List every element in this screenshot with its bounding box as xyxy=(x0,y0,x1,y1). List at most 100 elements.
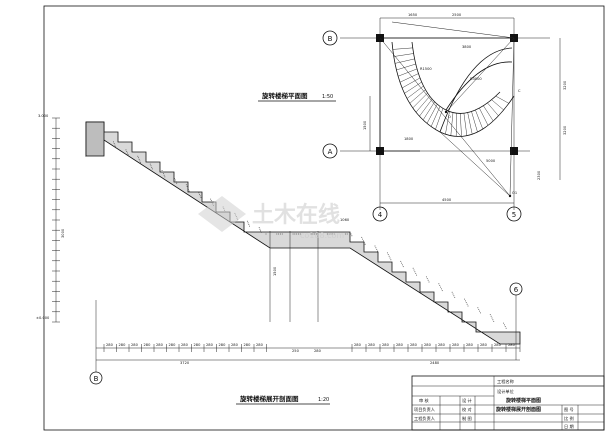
hatch-dot xyxy=(175,181,176,182)
svg-text:4: 4 xyxy=(378,211,383,219)
hatch-dot xyxy=(478,309,479,310)
dim-step-label: 280 xyxy=(156,343,164,347)
plan-dim-left: 1500 xyxy=(363,120,367,130)
hatch-dot xyxy=(504,324,505,325)
hatch-dot xyxy=(150,165,151,166)
stair-tread xyxy=(496,96,509,103)
stair-tread xyxy=(416,96,430,112)
hatch-dot xyxy=(377,251,378,252)
hatch-dot xyxy=(466,302,467,303)
hatch-dot xyxy=(162,170,163,171)
hatch-dot xyxy=(176,183,177,184)
dim-step-label: 280 xyxy=(452,343,460,347)
center-label-o1: O1 xyxy=(512,191,517,195)
hatch-dot xyxy=(164,175,165,176)
hatch-dot xyxy=(413,268,414,269)
section-landing-length: 1060 xyxy=(340,218,350,222)
hatch-dot xyxy=(438,283,439,284)
hatch-dot xyxy=(376,249,377,250)
hatch-dot xyxy=(278,234,279,235)
stair-inner-arc xyxy=(412,42,500,113)
level-bottom: ±0.000 xyxy=(36,316,50,320)
level-ticks xyxy=(52,118,60,322)
hatch-dot xyxy=(211,200,212,201)
dim-step-label: 280 xyxy=(410,343,418,347)
dim-step-label: 280 xyxy=(256,343,264,347)
hatch-dot xyxy=(293,234,294,235)
plan-dim-right-top: 3200 xyxy=(563,80,567,90)
tb-row3-b: 制 图 xyxy=(462,415,472,422)
tb-drawing-name-2: 旋转楼梯展开剖面图 xyxy=(495,406,541,413)
tb-row1-b: 设 计 xyxy=(462,397,472,404)
hatch-dot xyxy=(452,292,453,293)
top-wall-block xyxy=(86,122,104,156)
stair-tread xyxy=(464,113,467,135)
hatch-dot xyxy=(490,314,491,315)
dim-step-label: 280 xyxy=(438,343,446,347)
hatch-dot xyxy=(115,146,116,147)
hatch-dot xyxy=(187,186,188,187)
hatch-dot xyxy=(163,173,164,174)
hatch-dot xyxy=(492,319,493,320)
watermark-sub: co188.com xyxy=(300,231,344,240)
hatch-dot xyxy=(187,187,188,188)
hatch-dot xyxy=(389,256,390,257)
watermark-text: 土木在线 xyxy=(252,202,340,228)
hatch-dot xyxy=(175,180,176,181)
hatch-dot xyxy=(414,270,415,271)
plan-dim-bottom: 4500 xyxy=(442,198,452,202)
hatch-dot xyxy=(465,300,466,301)
hatch-dot xyxy=(280,234,281,235)
hatch-dot xyxy=(439,285,440,286)
hatch-dot xyxy=(261,232,262,233)
hatch-dot xyxy=(347,234,348,235)
hatch-dot xyxy=(247,221,248,222)
hatch-dot xyxy=(139,159,140,160)
dim-step-label: 280 xyxy=(480,343,488,347)
section-dim-left-total: 3720 xyxy=(180,361,190,365)
dim-step-label: 280 xyxy=(181,343,189,347)
dim-step-label: 280 xyxy=(106,343,114,347)
section-title: 旋转楼梯展开剖面图 xyxy=(239,394,299,403)
hatch-dot xyxy=(200,195,201,196)
svg-text:6: 6 xyxy=(514,286,519,294)
hatch-dot xyxy=(441,288,442,289)
plan-dim-top-b: 2500 xyxy=(452,13,462,17)
hatch-dot xyxy=(210,199,211,200)
stair-tread xyxy=(427,104,437,123)
hatch-dot xyxy=(139,160,140,161)
stair-tread xyxy=(410,90,426,104)
center-point-o1 xyxy=(509,195,511,197)
hatch-dot xyxy=(429,282,430,283)
dim-step-label: 280 xyxy=(494,343,502,347)
hatch-dot xyxy=(114,143,115,144)
tb-row1-a: 审 核 xyxy=(419,397,430,404)
hatch-dot xyxy=(351,235,352,236)
plan-title: 旋转楼梯平面图 xyxy=(261,91,308,100)
axis-bubble-b: B xyxy=(323,31,337,45)
hatch-dot xyxy=(189,191,190,192)
plan-dim-top-a: 1650 xyxy=(408,13,418,17)
plan-dim-radial-2: 1800 xyxy=(404,137,414,141)
column xyxy=(376,147,384,155)
hatch-dot xyxy=(128,154,129,155)
dim-step-label: 280 xyxy=(206,343,214,347)
hatch-dot xyxy=(162,172,163,173)
hatch-dot xyxy=(492,318,493,319)
tb-row2-b: 校 对 xyxy=(462,406,472,413)
hatch-dot xyxy=(491,316,492,317)
hatch-dot xyxy=(116,148,117,149)
hatch-dot xyxy=(427,278,428,279)
section-scale: 1:20 xyxy=(318,397,329,403)
axis-bubble-section-b: B xyxy=(90,372,102,384)
plan-arc-label-2: R3000 xyxy=(470,77,482,81)
hatch-dot xyxy=(276,234,277,235)
section-dim-right-total: 2480 xyxy=(430,361,440,365)
hatch-dot xyxy=(468,306,469,307)
dim-step-label: 280 xyxy=(131,343,139,347)
tb-row2-a: 项目负责人 xyxy=(414,406,436,413)
hatch-dot xyxy=(414,271,415,272)
hatch-dot xyxy=(140,162,141,163)
